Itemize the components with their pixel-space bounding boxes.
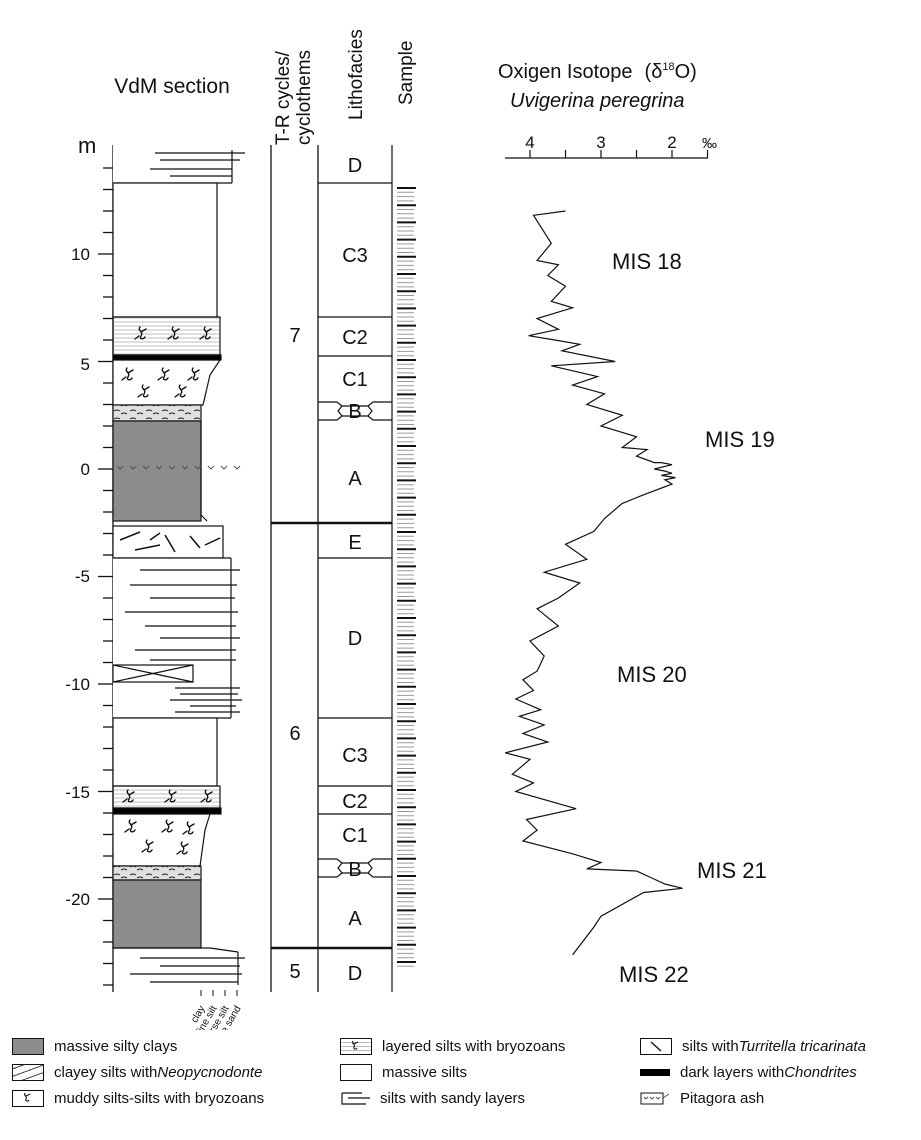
isotope-title: Oxigen Isotope(δ18O) — [498, 61, 697, 83]
depth-axis — [98, 145, 114, 992]
litho-massive-silts — [112, 182, 218, 318]
legend-item: layered silts with bryozoans — [340, 1038, 565, 1055]
isotope-tick-label: 3 — [596, 133, 605, 152]
legend-label: muddy silts-silts with bryozoans — [54, 1090, 265, 1107]
legend-swatch-layered-bryozoan-icon — [340, 1038, 372, 1055]
tr-cyclothems-header: cyclothems — [294, 50, 315, 145]
lithofacies-label: C3 — [342, 245, 368, 267]
mis-label: MIS 20 — [617, 662, 687, 687]
legend-label: silts with — [682, 1038, 739, 1055]
isotope-curve — [505, 210, 683, 956]
species-name: Uvigerina peregrina — [510, 90, 685, 112]
lithofacies-label: C1 — [342, 369, 368, 391]
legend-item: massive silts — [340, 1064, 467, 1081]
legend-item: Pitagora ash — [640, 1090, 764, 1107]
legend-swatch-massive-silty-clays — [12, 1038, 44, 1055]
lithologic-column — [112, 145, 245, 985]
legend-swatch-sandy-layers-icon — [340, 1091, 370, 1106]
isotope-tick-label: 2 — [667, 133, 676, 152]
depth-tick-label: -20 — [65, 890, 90, 909]
litho-turritella-silts — [112, 525, 224, 559]
legend-item: silts with Turritella tricarinata — [640, 1038, 866, 1055]
lithofacies-labels: D C3 C2 C1 B A E D C3 C2 C1 B A D — [342, 155, 368, 985]
lithofacies-label: D — [348, 963, 362, 985]
lithofacies-label: E — [348, 532, 361, 554]
mis-label: MIS 18 — [612, 249, 682, 274]
per-mil-label: ‰ — [702, 135, 717, 152]
lithofacies-label: C1 — [342, 825, 368, 847]
litho-dark-layer — [112, 354, 222, 361]
mis-label: MIS 19 — [705, 427, 775, 452]
lithofacies-header: Lithofacies — [346, 29, 367, 120]
depth-tick-label: 5 — [81, 355, 90, 374]
lithofacies-label: B — [348, 859, 361, 881]
depth-tick-label: -10 — [65, 675, 90, 694]
depth-tick-label: 10 — [71, 245, 90, 264]
legend-item: dark layers with Chondrites — [640, 1064, 857, 1081]
legend-label: massive silts — [382, 1064, 468, 1081]
lithofacies-label: C2 — [342, 791, 368, 813]
legend-swatch-dark-layers — [640, 1069, 670, 1076]
lithofacies-label: D — [348, 155, 362, 177]
isotope-ticks — [529, 150, 709, 158]
depth-unit: m — [78, 133, 96, 158]
sample-column — [397, 187, 416, 967]
tr-cycles-header: T-R cycles/ — [273, 50, 294, 145]
mis-label: MIS 22 — [619, 962, 689, 987]
cycle-label: 6 — [289, 723, 300, 745]
litho-massive-silty-clays — [112, 420, 202, 522]
cycle-label: 7 — [289, 325, 300, 347]
lithofacies-column — [318, 145, 393, 992]
legend-label-italic: Turritella tricarinata — [738, 1038, 866, 1055]
depth-tick-labels: 10 5 0 -5 -10 -15 -20 — [65, 245, 90, 909]
legend-label-italic: Chondrites — [784, 1064, 857, 1081]
depth-tick-label: -5 — [75, 567, 90, 586]
litho-layered-silts-bryozoans — [112, 316, 221, 356]
legend-item: muddy silts-silts with bryozoans — [12, 1090, 264, 1107]
isotope-tick-labels: 4 3 2 — [525, 133, 676, 152]
legend-label-italic: Neopycnodonte — [157, 1064, 263, 1081]
lithofacies-label: A — [348, 468, 362, 490]
lithofacies-label: D — [348, 628, 362, 650]
litho-silts-sandy-top — [113, 145, 232, 183]
depth-tick-label: -15 — [65, 783, 90, 802]
legend-item: clayey silts with Neopycnodonte — [12, 1064, 262, 1081]
legend-label: dark layers with — [680, 1064, 785, 1081]
legend-swatch-massive-silts — [340, 1064, 372, 1081]
legend-swatch-turritella-icon — [640, 1038, 672, 1055]
legend-label: clayey silts with — [54, 1064, 158, 1081]
isotope-tick-label: 4 — [525, 133, 534, 152]
legend-item: massive silty clays — [12, 1038, 177, 1055]
mis-labels: MIS 18 MIS 19 MIS 20 MIS 21 MIS 22 — [612, 249, 775, 987]
legend-swatch-ash-icon — [640, 1091, 670, 1106]
lithofacies-label: C3 — [342, 745, 368, 767]
legend-swatch-clayey-silts — [12, 1064, 44, 1081]
grain-size-labels: clay fine silt coarse silt fine sand — [189, 1004, 243, 1030]
section-title: VdM section — [114, 75, 230, 98]
lithofacies-label: C2 — [342, 327, 368, 349]
legend-label: Pitagora ash — [680, 1090, 765, 1107]
legend-label: massive silty clays — [54, 1038, 178, 1055]
legend: massive silty clays clayey silts with Ne… — [0, 1030, 921, 1140]
legend-item: silts with sandy layers — [340, 1090, 525, 1107]
litho-clayey-silts — [112, 404, 202, 422]
legend-label: layered silts with bryozoans — [382, 1038, 566, 1055]
litho-pitagora-ash — [116, 465, 241, 470]
mis-label: MIS 21 — [697, 858, 767, 883]
depth-tick-label: 0 — [81, 460, 90, 479]
lithofacies-label: A — [348, 908, 362, 930]
cycle-label: 5 — [289, 961, 300, 983]
legend-swatch-bryozoan-icon — [12, 1090, 44, 1107]
legend-label: silts with sandy layers — [380, 1090, 526, 1107]
cycles-column — [270, 145, 392, 992]
litho-muddy-silts-bryozoans — [112, 359, 222, 406]
sample-header: Sample — [396, 41, 417, 105]
lithofacies-label: B — [348, 401, 361, 423]
